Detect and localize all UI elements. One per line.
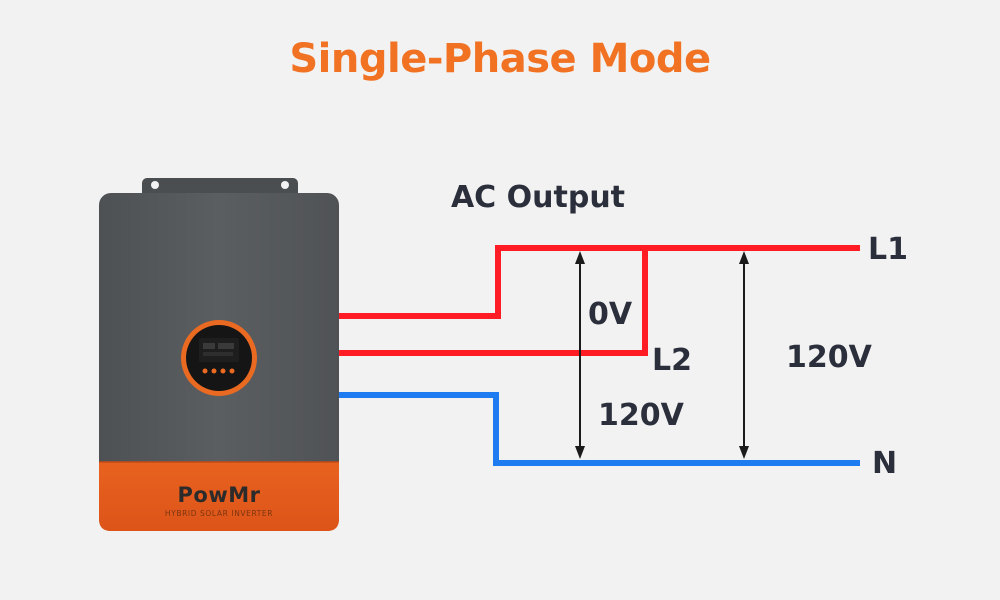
inverter-base [99,462,339,531]
voltage-l1-n: 120V [786,340,873,375]
button-dot-icon [211,368,217,374]
ac-output-label: AC Output [451,180,625,215]
button-dot-icon [202,368,208,374]
brand-subtitle: HYBRID SOLAR INVERTER [165,509,273,518]
page-title: Single-Phase Mode [289,36,711,82]
voltage-l2-n: 120V [598,398,685,433]
button-dot-icon [229,368,235,374]
button-dot-icon [220,368,226,374]
l1-wire [339,245,860,319]
terminal-l2-label: L2 [652,343,692,378]
neutral-wire [339,392,860,466]
display-panel [181,320,257,396]
terminal-l1-label: L1 [868,232,908,267]
inverter-icon: PowMr HYBRID SOLAR INVERTER [99,178,339,531]
voltage-l1-l2: 0V [588,297,633,332]
brand-logo: PowMr [178,483,261,507]
double-headed-arrow-icon [575,251,585,459]
double-headed-arrow-icon [739,251,749,459]
l2-wire [339,248,648,356]
terminal-n-label: N [872,446,897,481]
